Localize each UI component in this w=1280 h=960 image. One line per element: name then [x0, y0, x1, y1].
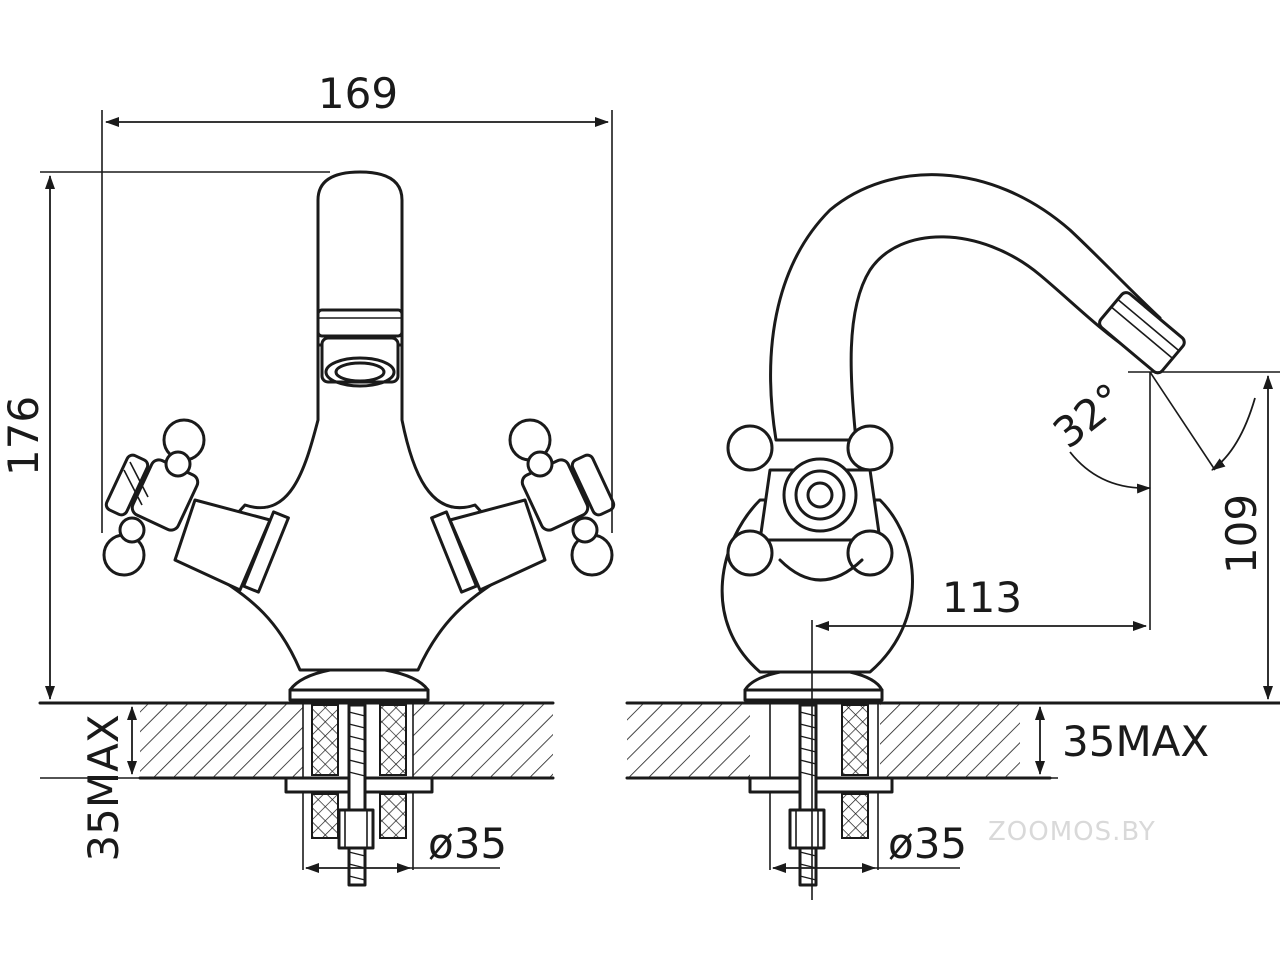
dim-width-label: 169 — [318, 69, 398, 118]
dim-spout-height-label: 109 — [1217, 494, 1266, 574]
dim-angle-label: 32° — [1044, 373, 1133, 457]
front-countertop — [38, 701, 555, 887]
front-view: 169 176 35MAX ø35 — [0, 69, 616, 887]
side-faucet-body — [720, 173, 1186, 702]
side-countertop — [625, 701, 1280, 887]
dim-side-mount-label: 35MAX — [1062, 717, 1209, 766]
side-dimensions — [772, 371, 1280, 900]
dim-front-mount-label: 35MAX — [79, 714, 128, 861]
side-view: 32° 113 109 35MAX ø35 — [625, 173, 1280, 900]
dim-reach-label: 113 — [942, 573, 1022, 622]
dim-front-hole-label: ø35 — [428, 819, 507, 868]
dim-height-label: 176 — [0, 396, 48, 476]
front-dimensions — [40, 110, 613, 873]
front-faucet-body — [102, 170, 616, 702]
watermark: ZOOMOS.BY — [988, 817, 1156, 847]
dim-side-hole-label: ø35 — [888, 819, 967, 868]
